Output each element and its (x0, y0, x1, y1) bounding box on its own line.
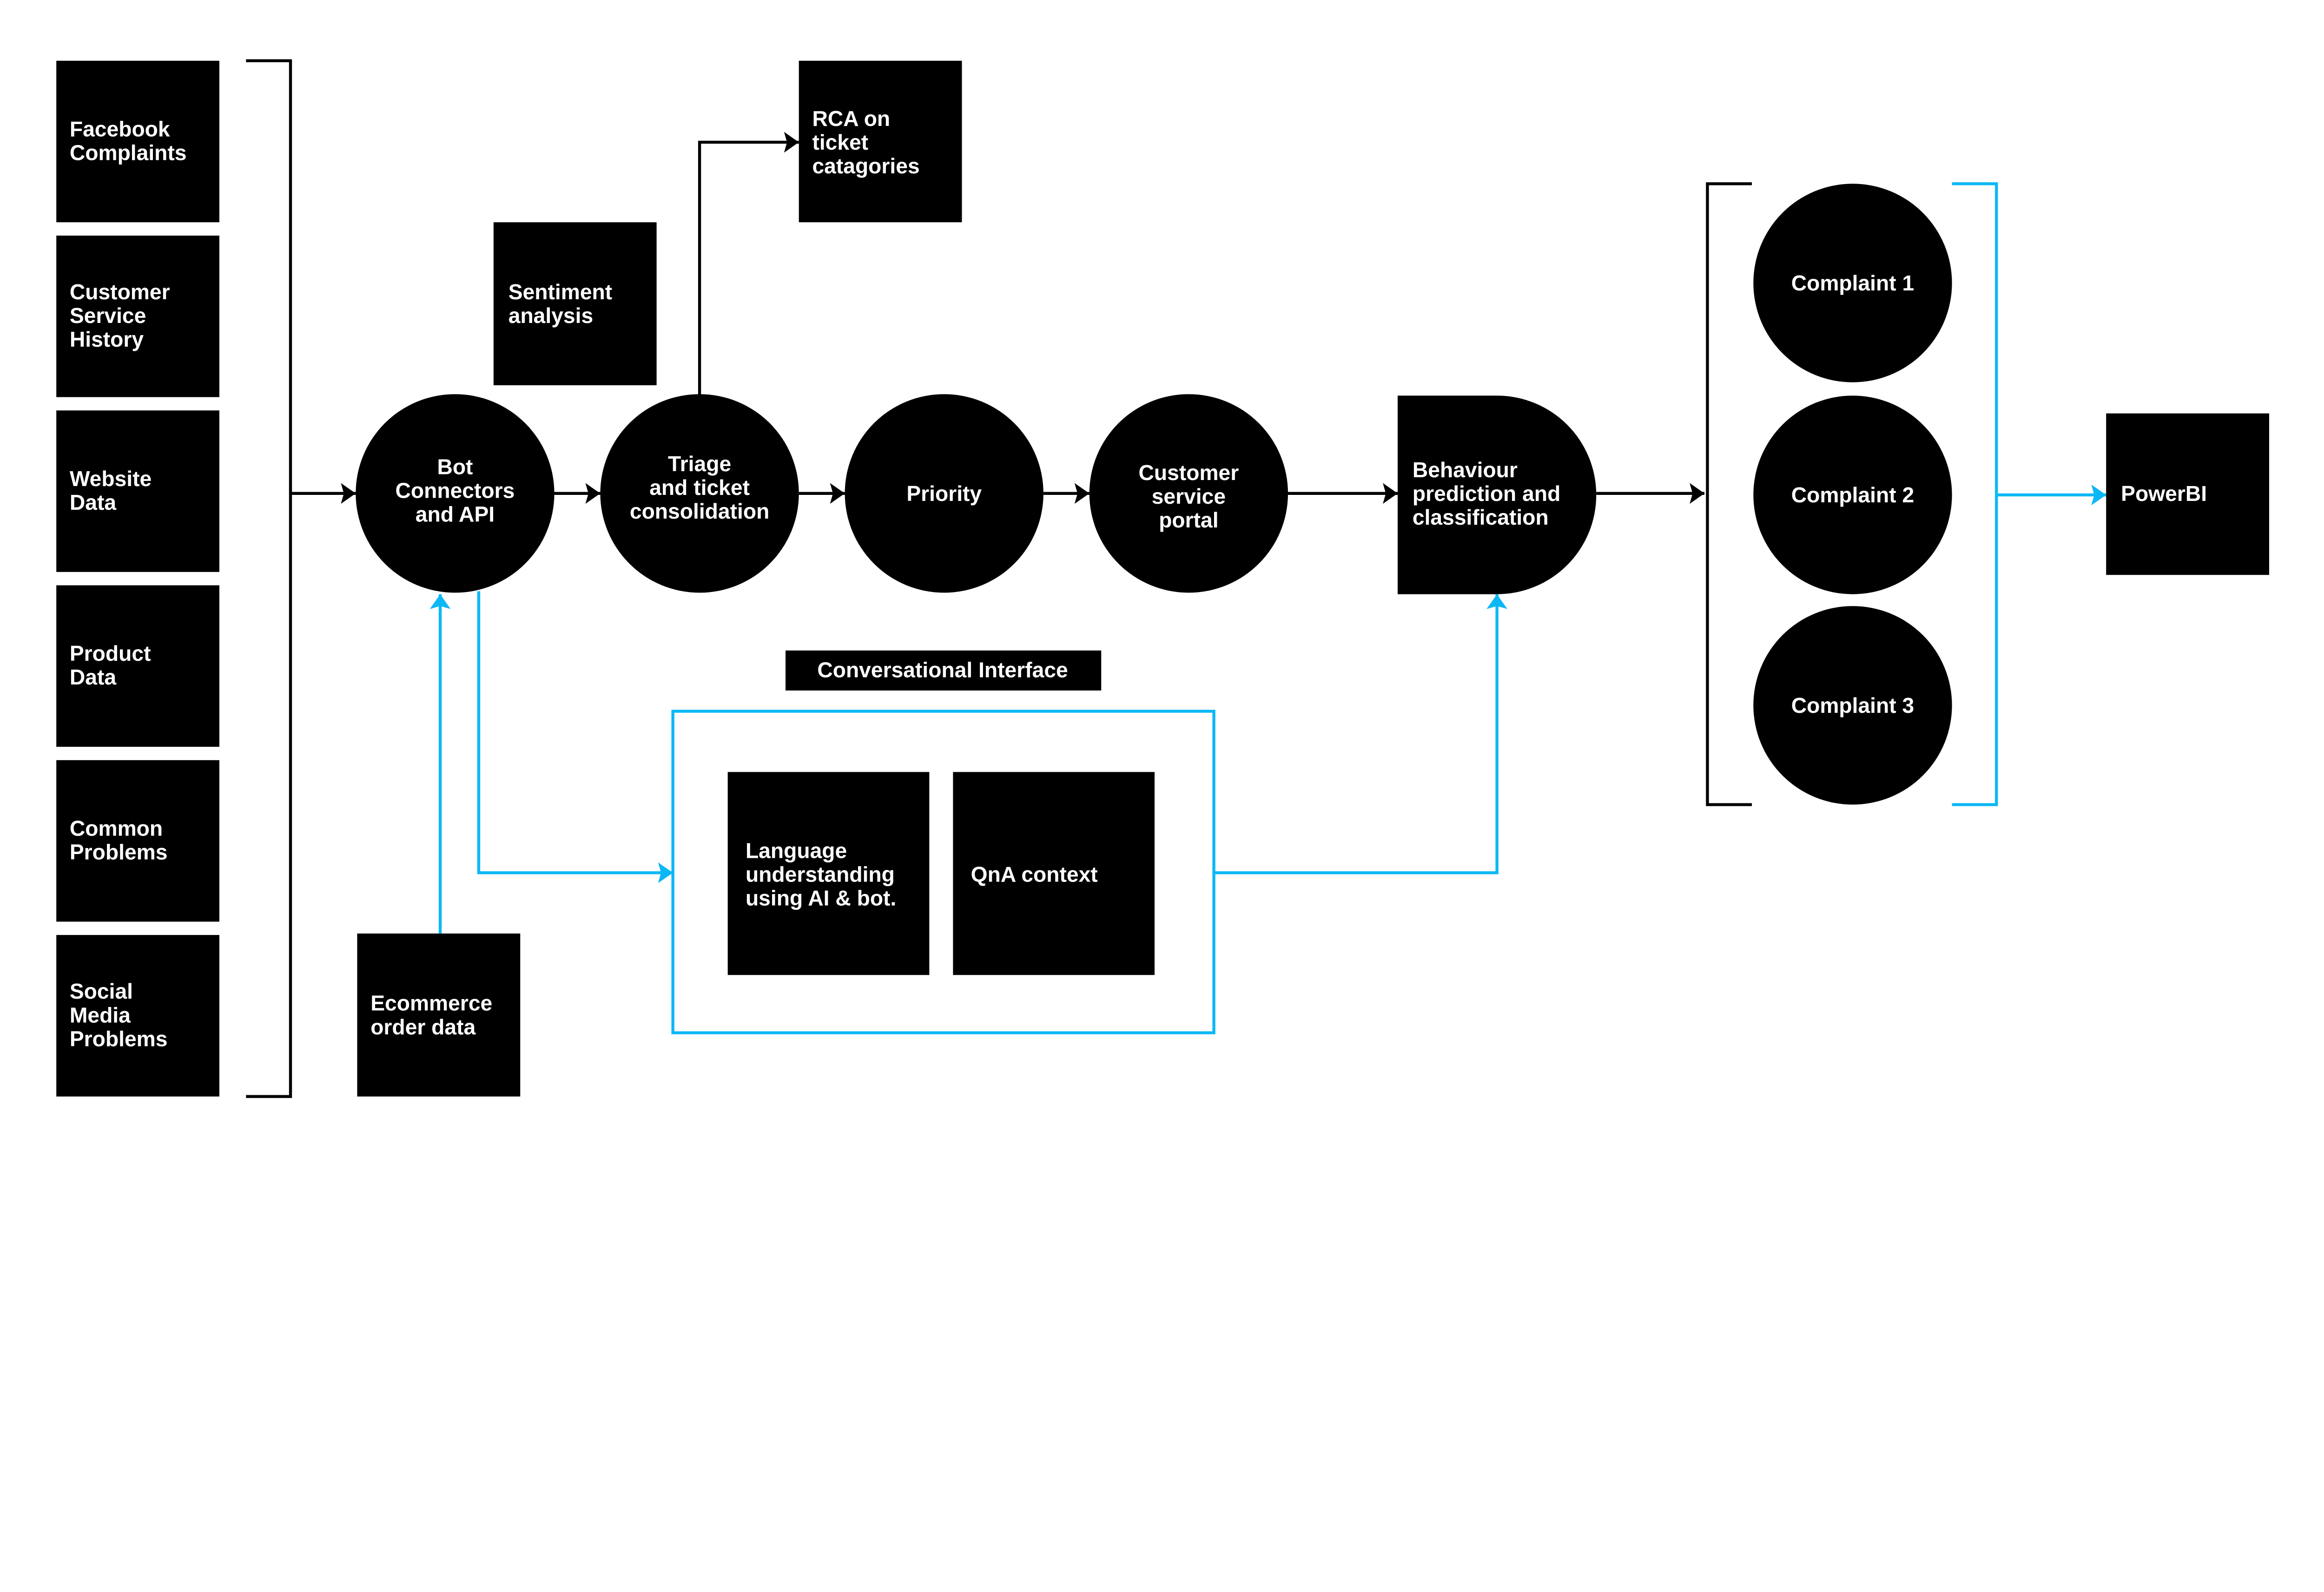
arrow-bot-to-conversational (477, 591, 673, 883)
complaints-bracket-left (1706, 182, 1752, 806)
svg-text:Conversational Interface: Conversational Interface (817, 658, 1068, 682)
powerbi-box: PowerBI (2106, 413, 2270, 575)
priority-node: Priority (845, 394, 1043, 593)
svg-text:Priority: Priority (906, 481, 982, 506)
arrow-conversational-to-behaviour (1214, 594, 1507, 875)
complaint-1-node: Complaint 1 (1753, 184, 1952, 382)
complaint-2-node: Complaint 2 (1753, 395, 1952, 594)
svg-text:QnA context: QnA context (971, 862, 1098, 886)
conversational-interface-label: Conversational Interface (786, 650, 1102, 691)
complaints-bracket-right (1952, 182, 1998, 806)
complaint-3-node: Complaint 3 (1753, 606, 1952, 805)
svg-text:Complaint 3: Complaint 3 (1791, 693, 1915, 717)
svg-text:Complaint 2: Complaint 2 (1791, 483, 1915, 507)
svg-text:Complaint 1: Complaint 1 (1791, 271, 1915, 295)
arrow-triage-to-rca (698, 132, 799, 396)
sources-bracket (246, 59, 292, 1098)
qna-context-box: QnA context (953, 772, 1155, 975)
svg-text:PowerBI: PowerBI (2121, 481, 2207, 506)
